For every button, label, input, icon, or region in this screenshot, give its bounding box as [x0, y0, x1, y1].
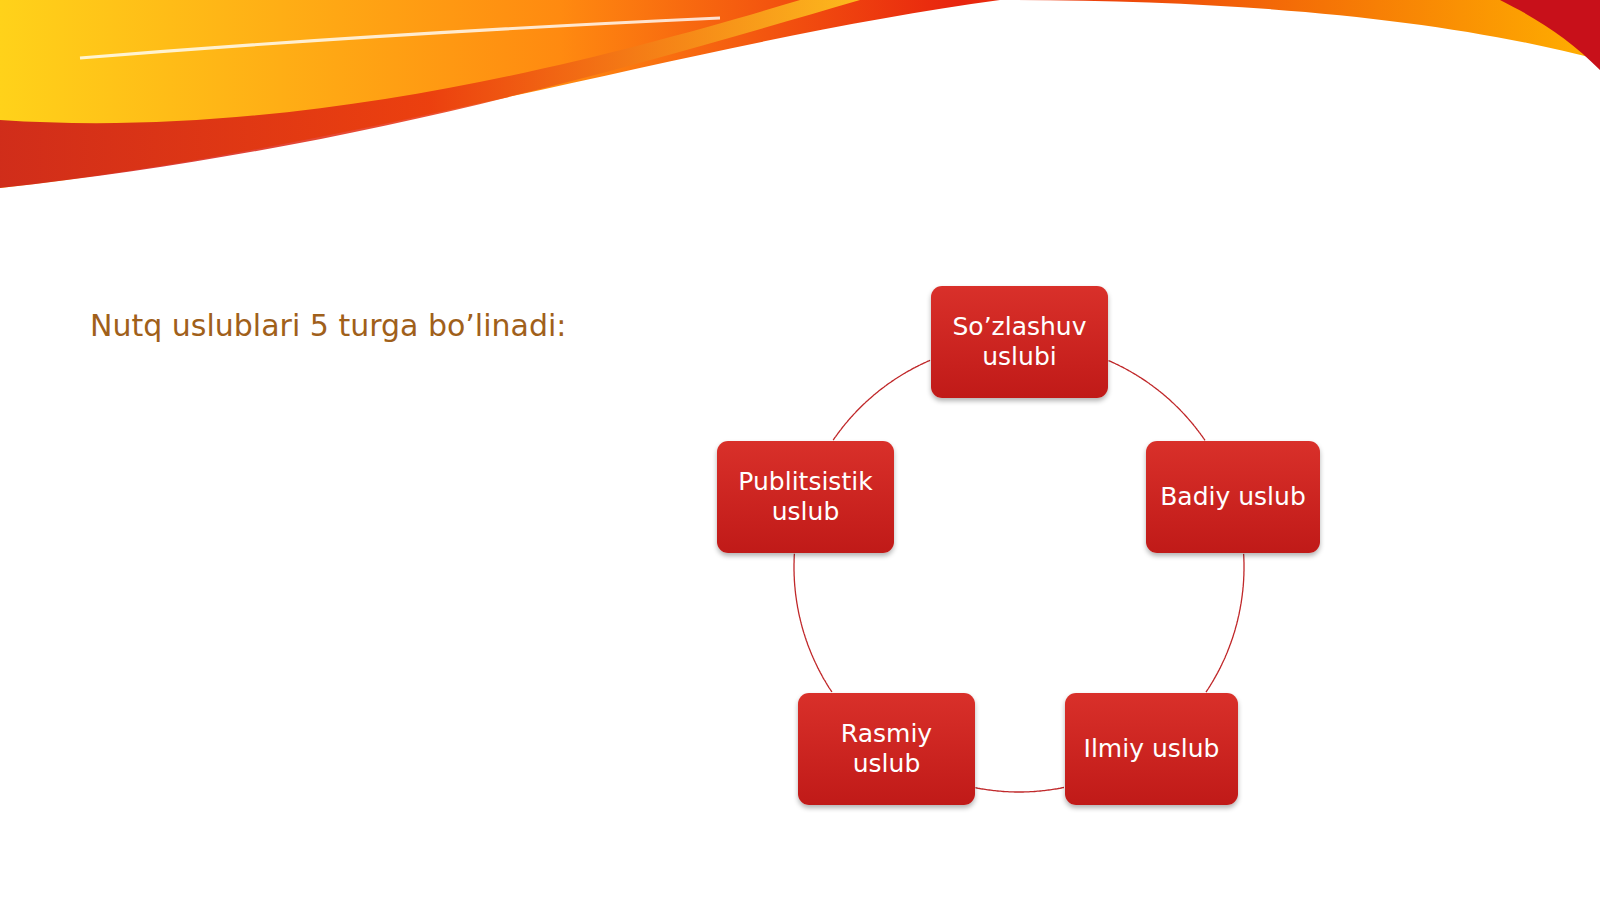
cycle-arc	[975, 788, 1064, 793]
cycle-arc	[1206, 554, 1244, 692]
box-label: Publitsistik uslub	[729, 467, 882, 527]
wave-band	[0, 0, 1600, 188]
style-box: Badiy uslub	[1146, 441, 1320, 553]
style-box: Rasmiy uslub	[798, 693, 975, 805]
style-box: So’zlashuv uslubi	[931, 286, 1108, 398]
cycle-arc	[833, 360, 930, 440]
cycle-arc	[794, 554, 832, 692]
style-box: Publitsistik uslub	[717, 441, 894, 553]
box-label: So’zlashuv uslubi	[943, 312, 1096, 372]
wave-line	[80, 18, 720, 58]
slide-title: Nutq uslublari 5 turga bo’linadi:	[90, 308, 566, 343]
header-wave	[0, 0, 1600, 200]
cycle-arc	[1109, 361, 1206, 441]
box-label: Ilmiy uslub	[1084, 734, 1220, 764]
wave-band	[0, 0, 860, 188]
wave-band	[1500, 0, 1600, 70]
box-label: Badiy uslub	[1160, 482, 1306, 512]
style-box: Ilmiy uslub	[1065, 693, 1238, 805]
box-label: Rasmiy uslub	[810, 719, 963, 779]
